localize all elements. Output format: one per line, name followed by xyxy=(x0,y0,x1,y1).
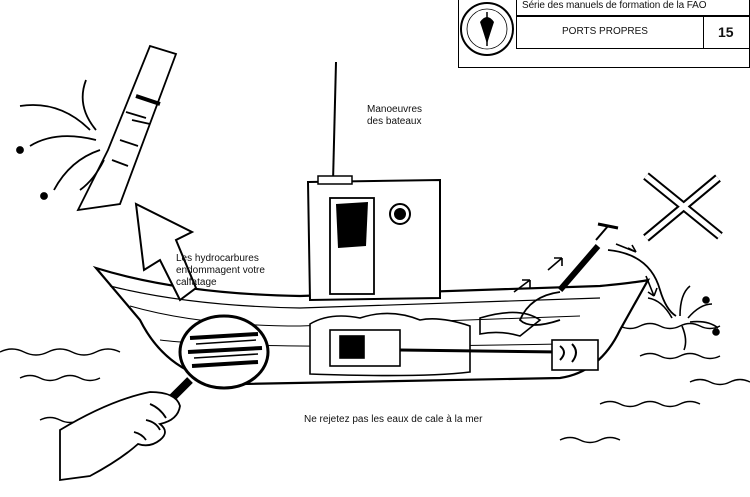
caption: Ne rejetez pas les eaux de cale à la mer xyxy=(304,414,483,425)
page-number: 15 xyxy=(718,24,734,40)
wheelhouse xyxy=(306,175,441,302)
caulked-plank xyxy=(16,44,178,212)
engine-cutaway xyxy=(309,311,599,377)
label-manoeuvres: Manoeuvres des bateaux xyxy=(367,104,423,127)
hand xyxy=(59,391,181,482)
series-title: Série des manuels de formation de la FAO xyxy=(522,0,707,11)
label-hydrocarbures: Les hydrocarbures endommagent votre calf… xyxy=(176,253,265,288)
bilge-pump xyxy=(518,222,677,326)
fao-logo-icon xyxy=(460,2,514,56)
section-title: PORTS PROPRES xyxy=(562,26,648,37)
hollow-arrow xyxy=(134,202,198,302)
flow-arrows xyxy=(513,243,658,297)
mast xyxy=(332,61,337,183)
oil-splash xyxy=(647,285,720,351)
prohibited-cross-icon xyxy=(643,172,723,242)
